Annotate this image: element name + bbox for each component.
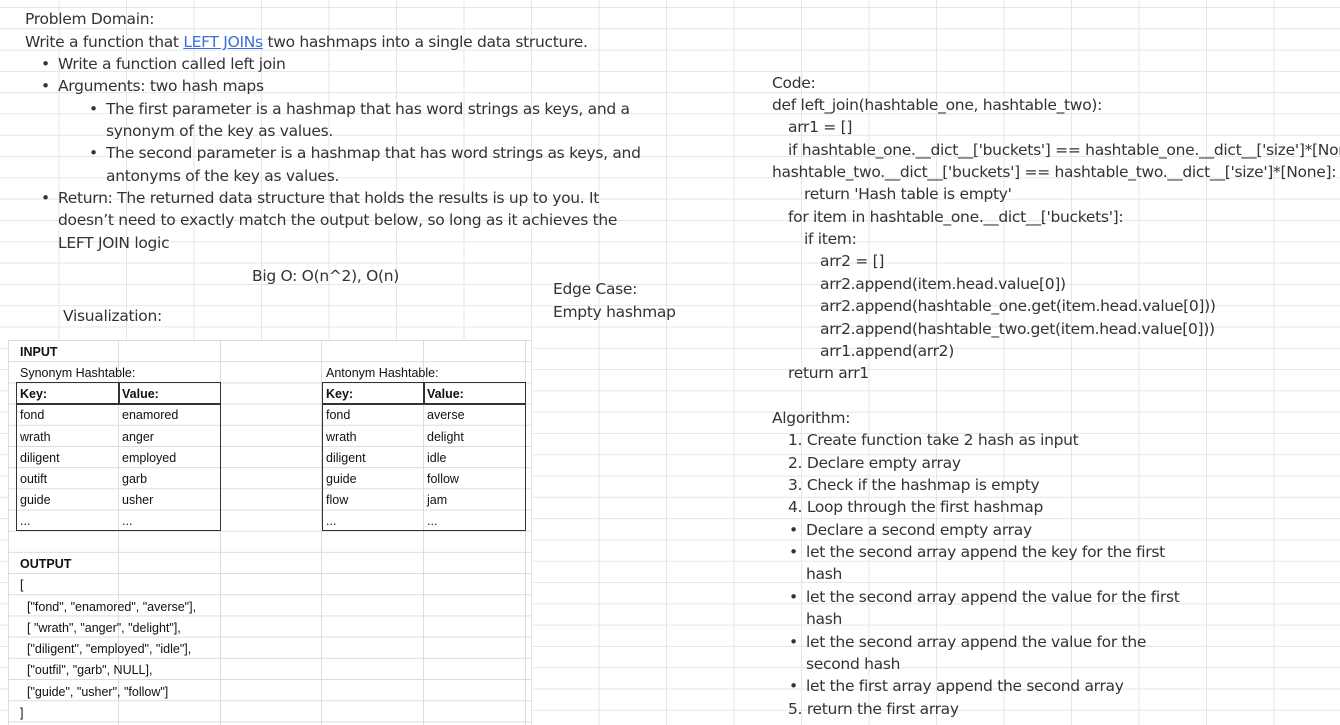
bullet-dot: • — [41, 189, 50, 207]
antonym-key-header: Key: — [326, 387, 354, 401]
algorithm-step: 1. Create function take 2 hash as input — [788, 431, 1079, 449]
sub-bullet-second-param: The second parameter is a hashmap that h… — [106, 144, 641, 162]
antonym-value-header: Value: — [427, 387, 464, 401]
bullet-dot: • — [89, 144, 98, 162]
intro-suffix: two hashmaps into a single data structur… — [262, 33, 588, 51]
algorithm-substep: Declare a second empty array — [806, 521, 1032, 539]
bullet-dot: • — [789, 633, 798, 651]
algorithm-label: Algorithm: — [772, 409, 851, 427]
algorithm-substep: let the first array append the second ar… — [806, 677, 1124, 695]
visualization-label: Visualization: — [63, 307, 162, 325]
big-o-note: Big O: O(n^2), O(n) — [252, 267, 400, 285]
code-line: def left_join(hashtable_one, hashtable_t… — [772, 96, 1103, 114]
antonym-value-cell: ... — [427, 514, 438, 528]
bullet-return: Return: The returned data structure that… — [58, 189, 600, 207]
code-line: arr2.append(hashtable_one.get(item.head.… — [820, 297, 1216, 315]
algorithm-step: 2. Declare empty array — [788, 454, 961, 472]
algorithm-substep: let the second array append the value fo… — [806, 633, 1147, 651]
antonym-table-title: Antonym Hashtable: — [326, 366, 439, 380]
antonym-key-cell: fond — [326, 408, 351, 422]
left-join-link[interactable]: LEFT JOINs — [183, 33, 263, 51]
output-line: ["guide", "usher", "follow"] — [27, 685, 169, 699]
output-line: ["fond", "enamored", "averse"], — [27, 600, 197, 614]
synonym-key-header: Key: — [20, 387, 48, 401]
synonym-value-cell: anger — [122, 430, 154, 444]
bullet-dot: • — [789, 677, 798, 695]
sub-bullet-first-param: The first parameter is a hashmap that ha… — [106, 100, 630, 118]
code-line: return 'Hash table is empty' — [804, 185, 1012, 203]
antonym-value-cell: jam — [427, 493, 448, 507]
synonym-value-cell: garb — [122, 472, 148, 486]
synonym-value-cell: usher — [122, 493, 154, 507]
algorithm-step: 5. return the first array — [788, 700, 959, 718]
algorithm-step: 4. Loop through the first hashmap — [788, 498, 1043, 516]
synonym-value-cell: employed — [122, 451, 177, 465]
code-line: hashtable_two.__dict__['buckets'] == has… — [772, 163, 1337, 181]
algorithm-substep-cont: hash — [806, 565, 843, 583]
synonym-key-cell: diligent — [20, 451, 60, 465]
synonym-table-title: Synonym Hashtable: — [20, 366, 136, 380]
output-line: ["diligent", "employed", "idle"], — [27, 642, 192, 656]
synonym-value-cell: ... — [122, 514, 133, 528]
antonym-key-cell: diligent — [326, 451, 366, 465]
bullet-dot: • — [41, 55, 50, 73]
bullet-dot: • — [789, 521, 798, 539]
synonym-key-cell: outift — [20, 472, 48, 486]
algorithm-substep-cont: second hash — [806, 655, 901, 673]
edge-case-label: Edge Case: — [553, 280, 638, 298]
synonym-key-cell: ... — [20, 514, 31, 528]
bullet-left-join: Write a function called left join — [58, 55, 286, 73]
bullet-return-cont: doesn’t need to exactly match the output… — [58, 211, 618, 229]
code-line: arr2.append(hashtable_two.get(item.head.… — [820, 320, 1215, 338]
output-close-bracket: ] — [20, 706, 24, 720]
antonym-key-cell: wrath — [326, 430, 357, 444]
algorithm-substep-cont: hash — [806, 610, 843, 628]
problem-intro: Write a function that LEFT JOINs two has… — [25, 33, 588, 51]
code-line: arr1 = [] — [788, 118, 853, 136]
synonym-key-cell: guide — [20, 493, 51, 507]
antonym-key-cell: guide — [326, 472, 357, 486]
code-line: if item: — [804, 230, 857, 248]
antonym-key-cell: flow — [326, 493, 349, 507]
code-line: arr2.append(item.head.value[0]) — [820, 275, 1066, 293]
input-label: INPUT — [20, 345, 58, 359]
antonym-value-cell: idle — [427, 451, 447, 465]
bullet-dot: • — [89, 100, 98, 118]
output-label: OUTPUT — [20, 557, 72, 571]
synonym-value-cell: enamored — [122, 408, 179, 422]
algorithm-step: 3. Check if the hashmap is empty — [788, 476, 1040, 494]
output-line: [ "wrath", "anger", "delight"], — [27, 621, 181, 635]
synonym-key-cell: fond — [20, 408, 45, 422]
code-label: Code: — [772, 74, 816, 92]
code-line: arr2 = [] — [820, 252, 885, 270]
sub-bullet-first-param-cont: synonym of the key as values. — [106, 122, 334, 140]
bullet-return-cont2: LEFT JOIN logic — [58, 234, 170, 252]
edge-case-value: Empty hashmap — [553, 303, 676, 321]
problem-heading: Problem Domain: — [25, 10, 155, 28]
antonym-value-cell: averse — [427, 408, 465, 422]
algorithm-substep: let the second array append the value fo… — [806, 588, 1180, 606]
output-open-bracket: [ — [20, 578, 24, 592]
code-line: for item in hashtable_one.__dict__['buck… — [788, 208, 1124, 226]
output-line: ["outfil", "garb", NULL], — [27, 663, 153, 677]
antonym-key-cell: ... — [326, 514, 337, 528]
antonym-value-cell: delight — [427, 430, 464, 444]
bullet-dot: • — [789, 588, 798, 606]
synonym-value-header: Value: — [122, 387, 159, 401]
code-line: return arr1 — [788, 364, 869, 382]
code-line: arr1.append(arr2) — [820, 342, 954, 360]
algorithm-substep: let the second array append the key for … — [806, 543, 1165, 561]
synonym-key-cell: wrath — [20, 430, 51, 444]
sub-bullet-second-param-cont: antonyms of the key as values. — [106, 167, 340, 185]
antonym-value-cell: follow — [427, 472, 459, 486]
intro-prefix: Write a function that — [25, 33, 184, 51]
bullet-dot: • — [41, 77, 50, 95]
code-line: if hashtable_one.__dict__['buckets'] == … — [788, 141, 1340, 159]
bullet-arguments: Arguments: two hash maps — [58, 77, 264, 95]
bullet-dot: • — [789, 543, 798, 561]
